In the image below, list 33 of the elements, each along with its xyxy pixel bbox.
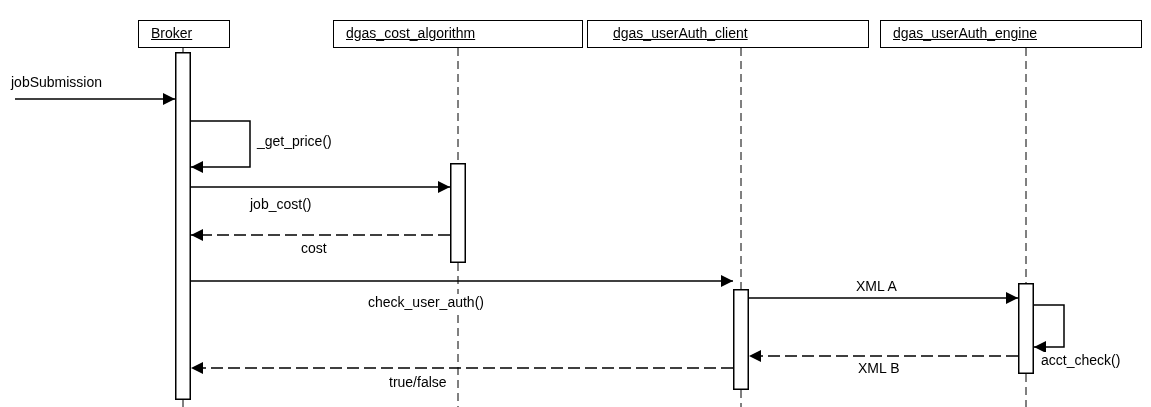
message-label: true/false (388, 374, 448, 390)
activation-bar (733, 289, 749, 390)
lifeline-header (138, 20, 230, 48)
message-label: XML B (857, 360, 901, 376)
return-arrow (190, 229, 451, 241)
participant-name: dgas_cost_algorithm (346, 25, 476, 41)
message-arrow (1033, 304, 1065, 353)
activation-bar (175, 52, 191, 400)
activation-bar (1018, 283, 1034, 374)
message-label: _get_price() (256, 133, 333, 149)
lifeline-header (880, 20, 1142, 48)
message-label: cost (300, 240, 328, 256)
lifeline-header (587, 20, 869, 48)
message-arrow (14, 93, 176, 105)
lifeline (1025, 47, 1027, 284)
participant-name: Broker (151, 25, 193, 41)
message-arrow (190, 275, 734, 287)
message-label: jobSubmission (10, 74, 104, 90)
lifeline (740, 47, 742, 290)
message-label: job_cost() (249, 196, 313, 212)
participant-name: dgas_userAuth_engine (893, 25, 1037, 41)
message-arrow (190, 181, 451, 193)
return-arrow (190, 362, 734, 374)
activation-bar (450, 163, 466, 263)
message-label: XML A (855, 278, 898, 294)
lifeline-header (333, 20, 583, 48)
message-label: acct_check() (1040, 352, 1122, 368)
message-arrow (748, 292, 1019, 304)
participant-name: dgas_userAuth_client (613, 25, 748, 41)
lifeline (182, 47, 184, 53)
message-label: check_user_auth() (367, 294, 485, 310)
return-arrow (748, 350, 1019, 362)
message-arrow (190, 120, 251, 173)
